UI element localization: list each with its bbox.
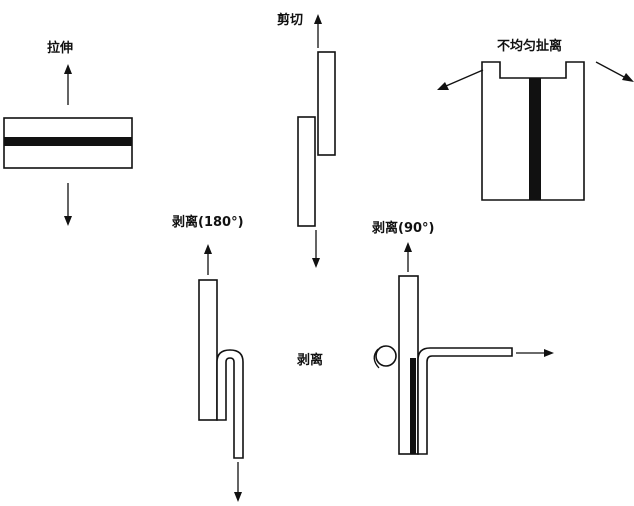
shear-down-arrow bbox=[312, 230, 320, 268]
peel-180-rigid-adherend bbox=[198, 279, 218, 421]
peel-180-flexible-strip bbox=[216, 349, 244, 459]
peel-90-right-arrow bbox=[516, 349, 554, 357]
cleavage-left-arrow bbox=[437, 69, 484, 90]
shear-upper-adherend bbox=[317, 51, 336, 156]
tension-down-arrow bbox=[64, 183, 72, 226]
peel-180-up-arrow bbox=[204, 244, 212, 275]
peel-90-flexible-strip bbox=[417, 347, 513, 455]
peel-90-adhesive-layer bbox=[410, 358, 416, 454]
cleavage-adhesive-layer bbox=[529, 78, 541, 200]
shear-label: 剪切 bbox=[277, 12, 303, 28]
peel-180-specimen: 剥离(180°) bbox=[172, 214, 244, 502]
peel-180-label: 剥离(180°) bbox=[172, 214, 244, 230]
peel-label: 剥离 bbox=[297, 352, 323, 368]
tension-adhesive-layer bbox=[4, 137, 132, 146]
cleavage-specimen: 不均匀扯离 bbox=[437, 38, 634, 201]
peel-90-roller-rotation-arrow bbox=[373, 348, 380, 369]
peel-90-up-arrow bbox=[404, 242, 412, 272]
peel-90-specimen: 剥离(90°) 剥离 bbox=[297, 220, 554, 455]
peel-90-label: 剥离(90°) bbox=[372, 220, 434, 236]
tension-label: 拉伸 bbox=[47, 40, 73, 56]
shear-lower-adherend bbox=[297, 116, 316, 227]
tension-specimen: 拉伸 bbox=[3, 40, 133, 226]
shear-up-arrow bbox=[314, 14, 322, 48]
shear-specimen: 剪切 bbox=[277, 12, 336, 268]
cleavage-label: 不均匀扯离 bbox=[497, 38, 562, 54]
cleavage-right-arrow bbox=[595, 61, 634, 82]
tension-up-arrow bbox=[64, 64, 72, 105]
peel-90-roller bbox=[375, 345, 397, 367]
peel-180-down-arrow bbox=[234, 462, 242, 502]
